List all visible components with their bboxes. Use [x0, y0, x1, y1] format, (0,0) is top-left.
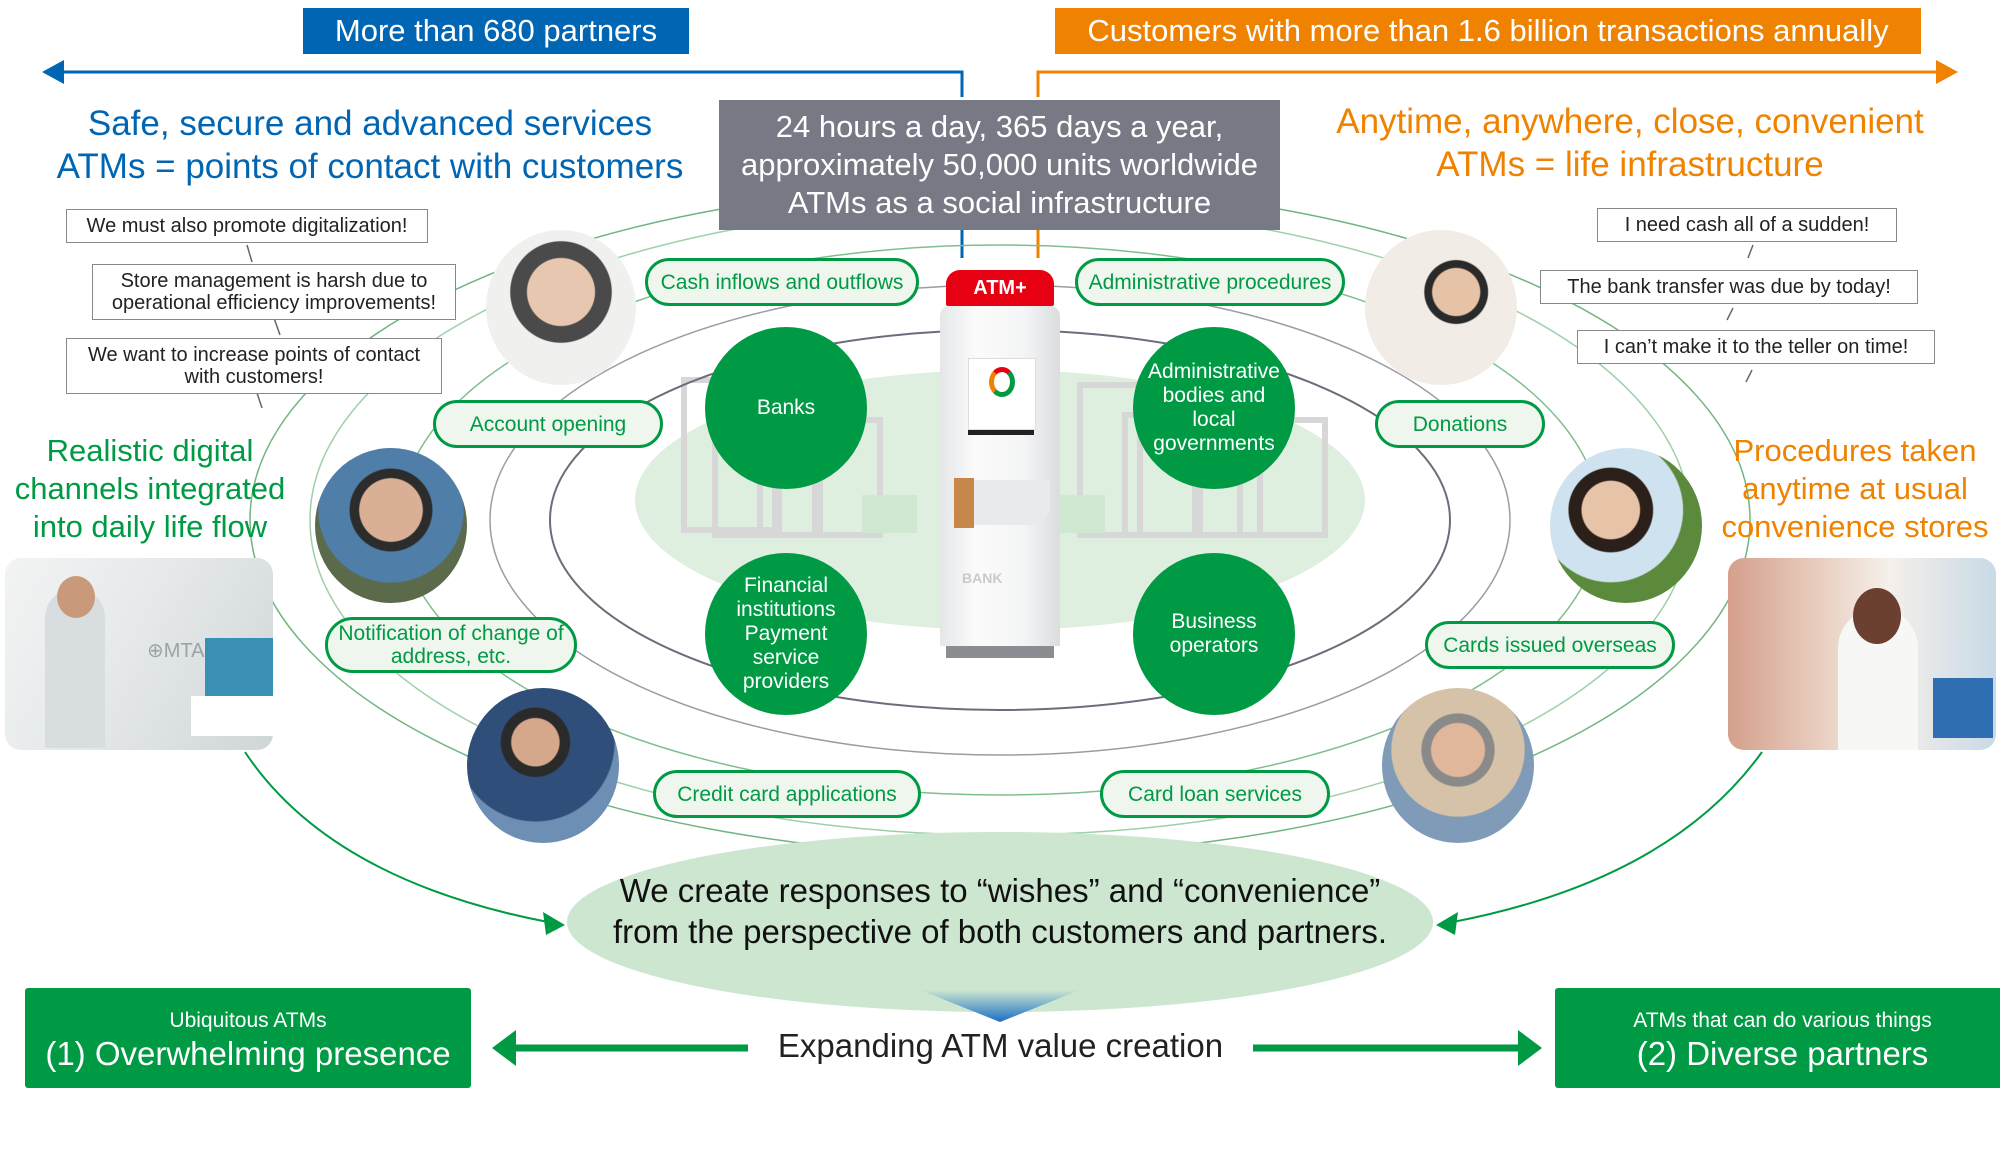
portrait-young-woman: [1550, 448, 1702, 603]
atm-sign-label: ATM: [973, 277, 1016, 299]
box-line: approximately 50,000 units worldwide: [741, 147, 1258, 182]
portrait-young-man-with-phone: [467, 688, 619, 843]
service-card-loan: Card loan services: [1100, 770, 1330, 818]
portrait-man-with-glasses: [315, 448, 467, 603]
portrait-senior-woman: [486, 230, 636, 385]
message-line: from the perspective of both customers a…: [612, 913, 1388, 950]
digital-channels-title: Realistic digital channels integrated in…: [5, 432, 295, 546]
atm-display: [968, 358, 1036, 430]
title-line: channels integrated: [14, 471, 286, 506]
box-line: ATMs as a social infrastructure: [787, 185, 1212, 220]
overwhelming-presence-box: Ubiquitous ATMs (1) Overwhelming presenc…: [25, 988, 471, 1088]
title-line: Realistic digital: [46, 433, 254, 468]
expanding-arrow: [492, 1030, 1542, 1066]
title-line: into daily life flow: [32, 509, 268, 544]
service-change-of-address: Notification of change of address, etc.: [325, 617, 577, 673]
heading-line: ATMs = life infrastructure: [1436, 145, 1824, 184]
box-line: 24 hours a day, 365 days a year,: [775, 109, 1224, 144]
social-infrastructure-box: 24 hours a day, 365 days a year, approxi…: [719, 100, 1280, 230]
atm-sign: ATM+: [946, 270, 1054, 306]
partners-arrow: [42, 60, 964, 258]
diverse-partners-box: ATMs that can do various things (2) Dive…: [1555, 988, 2000, 1088]
atm-bank-logo: BANK: [962, 570, 1003, 586]
atm-screen: [205, 638, 273, 698]
customer-voice-bubble: The bank transfer was due by today!: [1540, 270, 1918, 304]
heading-line: ATMs = points of contact with customers: [56, 147, 684, 186]
seven-bank-logo-icon: [989, 367, 1015, 397]
heading-line: Safe, secure and advanced services: [87, 104, 653, 143]
partner-administrative-bodies: Administrative bodies and local governme…: [1133, 327, 1295, 489]
box-subtitle: Ubiquitous ATMs: [169, 1009, 327, 1032]
partner-value-heading: Safe, secure and advanced services ATMs …: [30, 102, 710, 188]
digital-channel-photo: ⊕MTA: [5, 558, 273, 750]
atm-machine: ATM+ BANK: [940, 270, 1060, 660]
customer-voice-bubble: I need cash all of a sudden!: [1597, 208, 1897, 242]
title-line: convenience stores: [1721, 509, 1989, 544]
box-subtitle: ATMs that can do various things: [1633, 1009, 1932, 1032]
box-title: (2) Diverse partners: [1636, 1035, 1929, 1072]
convenience-store-photo: [1728, 558, 1996, 750]
value-creation-message: We create responses to “wishes” and “con…: [575, 870, 1425, 952]
portrait-senior-friends: [1382, 688, 1534, 843]
partner-voice-bubble: Store management is harsh due to operati…: [92, 264, 456, 320]
atm-touch-panel: [191, 696, 273, 736]
atm-plus-icon: +: [1015, 277, 1027, 299]
title-line: Procedures taken: [1733, 433, 1977, 468]
box-title: (1) Overwhelming presence: [45, 1035, 451, 1072]
atm-body: [940, 306, 1060, 646]
convenience-stores-title: Procedures taken anytime at usual conven…: [1710, 432, 2000, 546]
partner-financial-institutions: Financial institutions Payment service p…: [705, 553, 867, 715]
atm-brand-mark: ⊕MTA: [147, 640, 205, 662]
message-ellipse: [567, 832, 1433, 1012]
expanding-value-label: Expanding ATM value creation: [748, 1026, 1253, 1066]
atm-base: [946, 646, 1054, 658]
service-donations: Donations: [1375, 400, 1545, 448]
service-administrative-procedures: Administrative procedures: [1075, 258, 1345, 306]
customers-arrow: [1036, 60, 1958, 258]
value-triangle: [920, 990, 1080, 1022]
atm-card-slot: [968, 430, 1034, 435]
partners-count-badge: More than 680 partners: [303, 8, 689, 54]
message-line: We create responses to “wishes” and “con…: [619, 872, 1381, 909]
person-head: [57, 576, 95, 618]
portrait-family: [1365, 230, 1517, 385]
flow-arrow-left: [244, 751, 565, 935]
service-credit-card-applications: Credit card applications: [653, 770, 921, 818]
clerk-head: [1853, 588, 1901, 644]
service-cards-issued-overseas: Cards issued overseas: [1425, 621, 1675, 669]
partner-banks: Banks: [705, 327, 867, 489]
atm-envelope: [954, 478, 974, 528]
register-screen: [1933, 678, 1993, 738]
title-line: anytime at usual: [1742, 471, 1968, 506]
partner-voice-bubble: We want to increase points of contact wi…: [66, 338, 442, 394]
service-account-opening: Account opening: [433, 400, 663, 448]
transactions-badge: Customers with more than 1.6 billion tra…: [1055, 8, 1921, 54]
customer-value-heading: Anytime, anywhere, close, convenient ATM…: [1310, 100, 1950, 186]
partner-business-operators: Business operators: [1133, 553, 1295, 715]
service-cash-inflows-outflows: Cash inflows and outflows: [645, 258, 919, 306]
customer-voice-bubble: I can’t make it to the teller on time!: [1577, 330, 1935, 364]
heading-line: Anytime, anywhere, close, convenient: [1336, 102, 1924, 141]
partner-voice-bubble: We must also promote digitalization!: [66, 209, 428, 243]
flow-arrow-right: [1436, 751, 1763, 935]
